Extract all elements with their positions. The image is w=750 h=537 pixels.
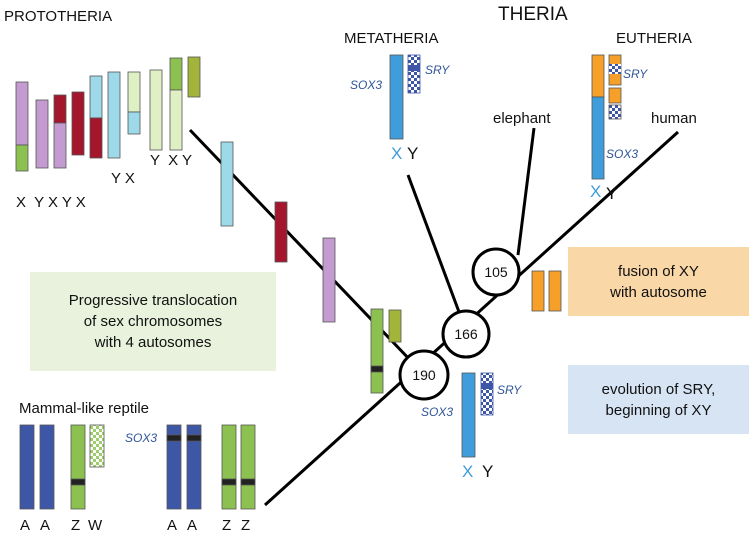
reptile-label-z3: Z bbox=[241, 517, 250, 534]
proto-labels-2: Y X bbox=[111, 170, 135, 187]
title-eutheria: EUTHERIA bbox=[616, 30, 692, 47]
early-sox3: SOX3 bbox=[421, 405, 453, 419]
metatheria-x: X bbox=[391, 144, 402, 163]
svg-text:190: 190 bbox=[412, 367, 436, 383]
metatheria-y: Y bbox=[407, 144, 418, 163]
title-metatheria: METATHERIA bbox=[344, 30, 438, 47]
branch-elephant bbox=[516, 127, 536, 256]
reptile-label-a1: A bbox=[20, 517, 30, 534]
node-166: 166 bbox=[441, 309, 491, 359]
metatheria-xy bbox=[389, 54, 421, 140]
eutheria-xy bbox=[591, 54, 622, 180]
node-190: 190 bbox=[398, 349, 450, 401]
reptile-label-a4: A bbox=[187, 517, 197, 534]
sry-evolution-box: evolution of SRY, beginning of XY bbox=[568, 365, 749, 434]
prototheria-chromosomes bbox=[15, 56, 201, 172]
eutheria-sry: SRY bbox=[623, 67, 648, 81]
metatheria-sry: SRY bbox=[425, 63, 450, 77]
title-theria: THERIA bbox=[498, 4, 568, 25]
fusion-box: fusion of XY with autosome bbox=[568, 247, 749, 316]
reptile-chromosomes bbox=[19, 424, 256, 510]
proto-labels-3: Y X Y bbox=[150, 152, 192, 169]
early-y: Y bbox=[482, 462, 493, 481]
eutheria-sox3: SOX3 bbox=[606, 147, 638, 161]
fusion-text: fusion of XY with autosome bbox=[610, 262, 707, 301]
early-sry: SRY bbox=[497, 383, 522, 397]
svg-text:105: 105 bbox=[484, 264, 508, 280]
node-105: 105 bbox=[471, 247, 521, 297]
eutheria-x: X bbox=[590, 182, 601, 201]
sry-evolution-text: evolution of SRY, beginning of XY bbox=[601, 380, 716, 419]
reptile-label-w: W bbox=[88, 517, 103, 534]
label-human: human bbox=[651, 110, 697, 127]
reptile-label-z2: Z bbox=[222, 517, 231, 534]
early-theria-xy bbox=[461, 372, 494, 458]
title-prototheria: PROTOTHERIA bbox=[4, 8, 112, 25]
early-x: X bbox=[462, 462, 473, 481]
branch-metatheria bbox=[406, 174, 464, 321]
label-mammal-like-reptile: Mammal-like reptile bbox=[19, 400, 149, 417]
reptile-label-z: Z bbox=[71, 517, 80, 534]
proto-labels-1: X Y X Y X bbox=[16, 194, 86, 211]
translocation-text: Progressive translocation of sex chromos… bbox=[68, 292, 238, 351]
fused-autosomes bbox=[531, 270, 562, 312]
metatheria-sox3: SOX3 bbox=[350, 78, 382, 92]
branch-chromosomes bbox=[220, 141, 402, 394]
translocation-box: Progressive translocation of sex chromos… bbox=[30, 272, 276, 371]
eutheria-y: Y bbox=[606, 184, 617, 203]
svg-text:166: 166 bbox=[454, 326, 478, 342]
reptile-label-a2: A bbox=[40, 517, 50, 534]
reptile-sox3: SOX3 bbox=[125, 431, 157, 445]
reptile-label-a3: A bbox=[167, 517, 177, 534]
label-elephant: elephant bbox=[493, 110, 551, 127]
